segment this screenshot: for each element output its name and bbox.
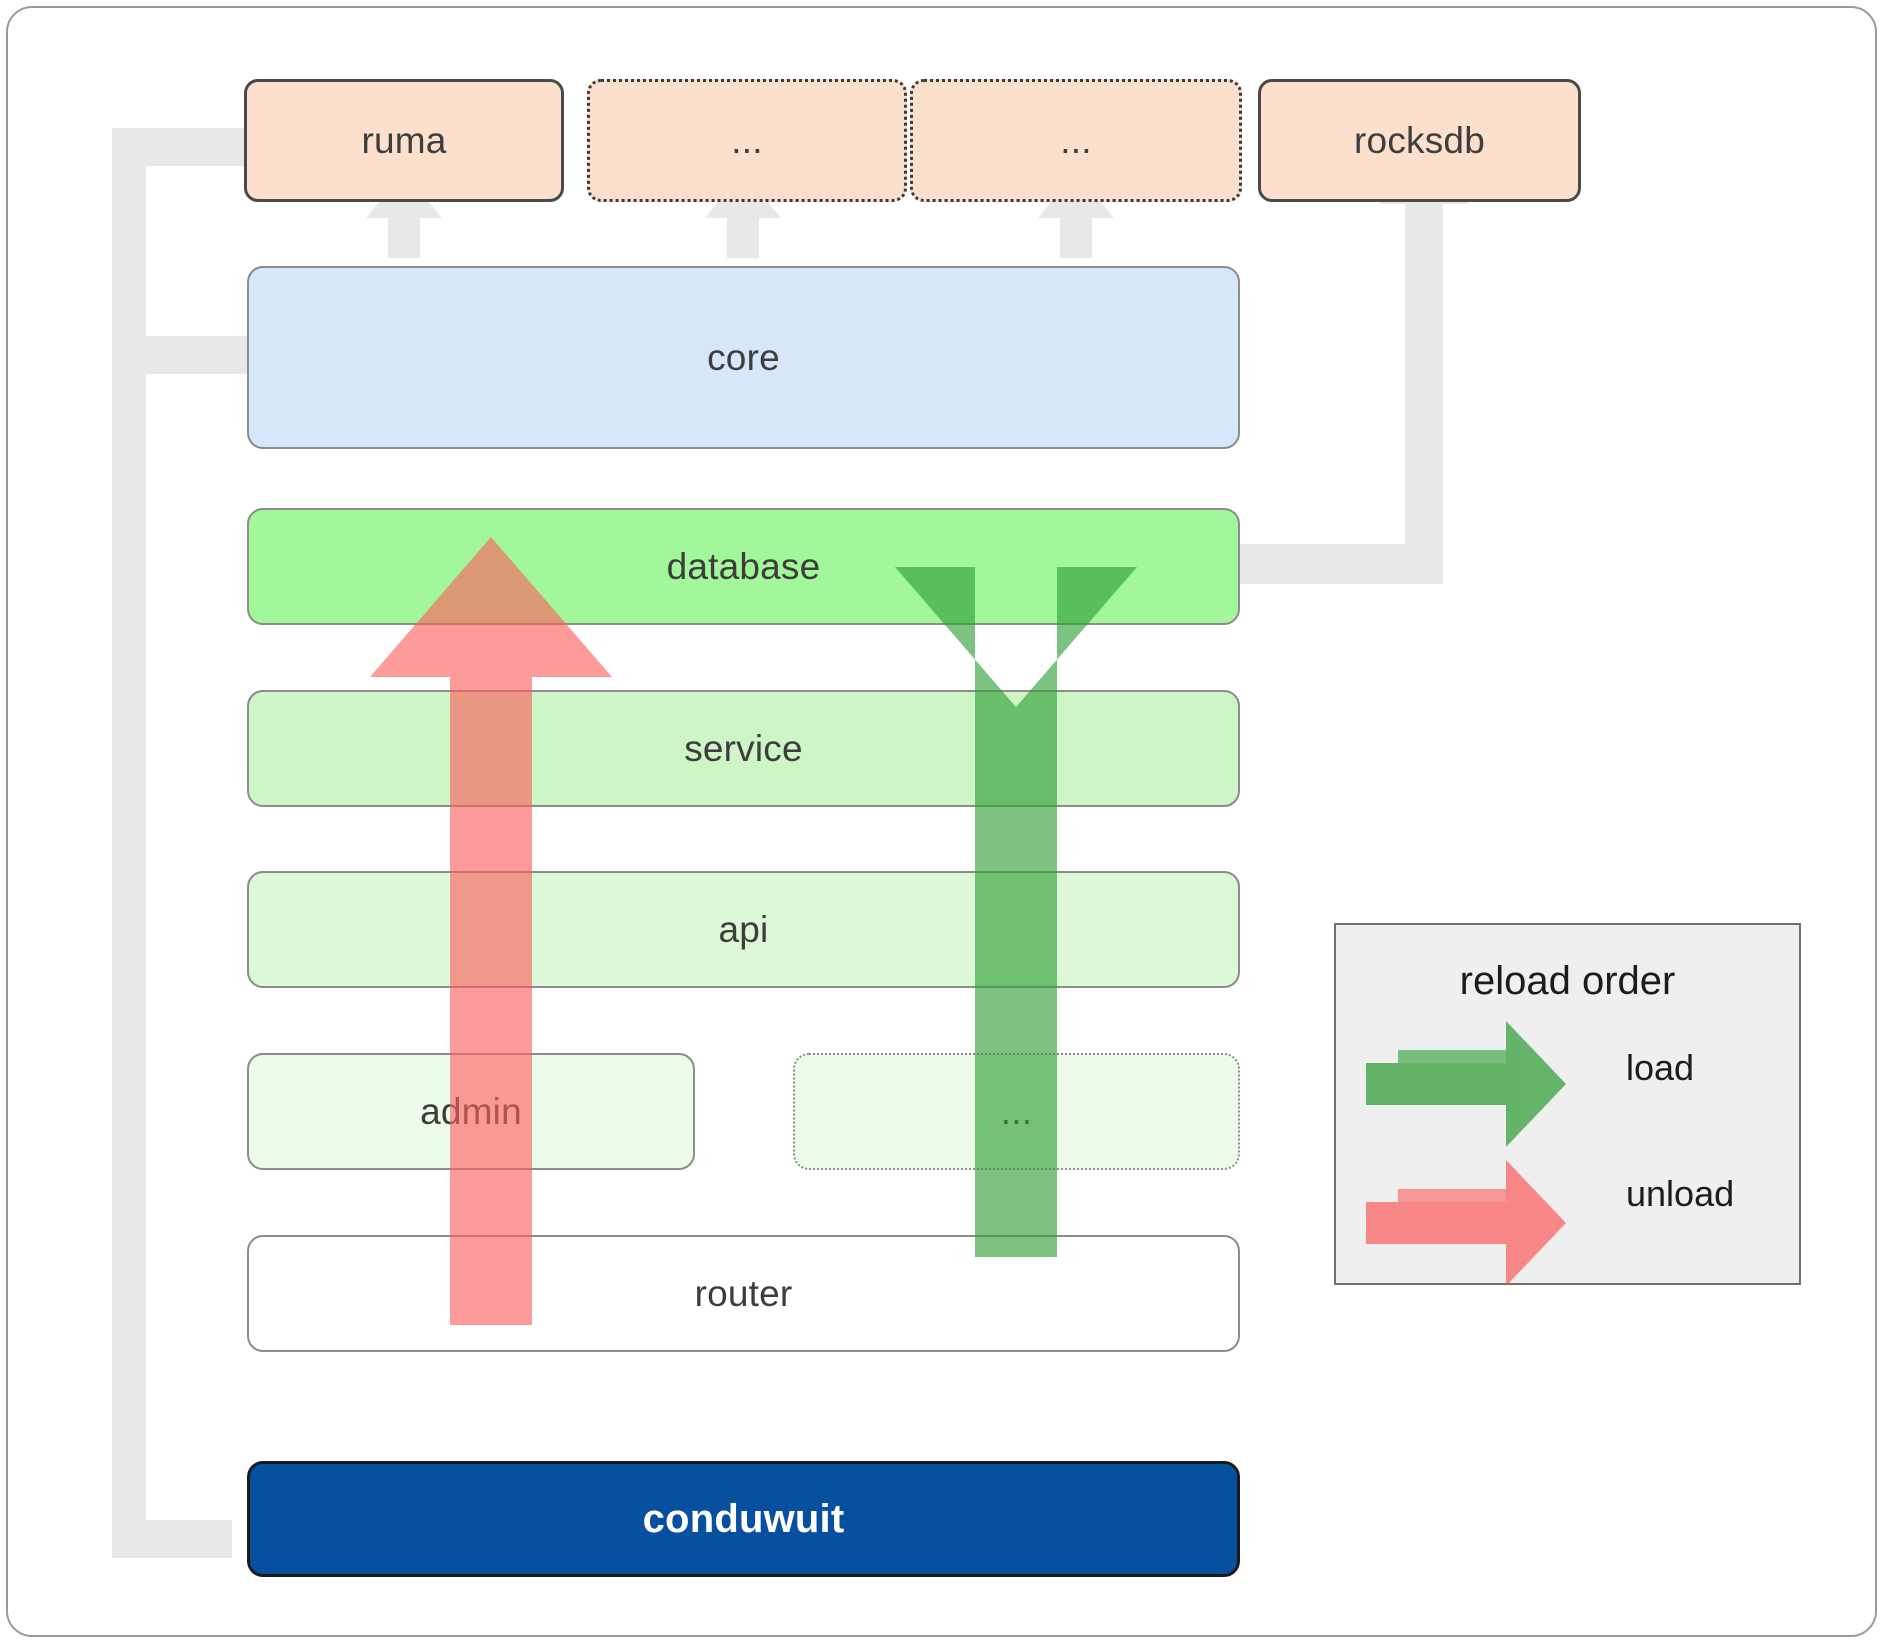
node-core-label: core [707, 336, 780, 378]
node-router[interactable]: router [247, 1235, 1240, 1352]
node-service[interactable]: service [247, 690, 1240, 807]
node-database-label: database [666, 545, 821, 587]
node-api[interactable]: api [247, 871, 1240, 988]
node-service-label: service [684, 727, 803, 769]
node-dep-dots-1-label: ... [731, 119, 763, 161]
connector-core-to-dots-2 [1038, 172, 1114, 258]
node-core[interactable]: core [247, 266, 1240, 449]
legend-title: reload order [1459, 959, 1676, 1003]
connector-database-to-rocksdb [1225, 146, 1469, 584]
connector-core-to-dots-1 [705, 172, 781, 258]
node-conduwuit-label: conduwuit [642, 1496, 845, 1541]
load-arrow [895, 567, 1137, 1257]
node-dep-dots-2[interactable]: ... [910, 79, 1242, 202]
node-conduwuit[interactable]: conduwuit [247, 1461, 1240, 1577]
node-dep-dots-2-label: ... [1060, 119, 1092, 161]
legend-label-load: load [1626, 1047, 1695, 1088]
node-rocksdb[interactable]: rocksdb [1258, 79, 1581, 202]
node-router-label: router [694, 1272, 793, 1314]
node-rocksdb-label: rocksdb [1354, 119, 1485, 161]
node-api-label: api [718, 908, 769, 950]
connector-core-to-ruma [366, 172, 442, 258]
connector-left-spine [112, 128, 146, 1558]
unload-arrow [370, 537, 612, 1325]
legend-arrow-icons [1366, 1021, 1566, 1286]
legend-load-arrow-icon [1366, 1021, 1566, 1147]
legend-unload-arrow-icon [1366, 1160, 1566, 1286]
node-dep-dots-1[interactable]: ... [587, 79, 907, 202]
node-ruma-label: ruma [361, 119, 447, 161]
legend: reload order load unload [1334, 923, 1801, 1286]
node-ruma[interactable]: ruma [244, 79, 564, 202]
legend-label-unload: unload [1626, 1173, 1735, 1214]
